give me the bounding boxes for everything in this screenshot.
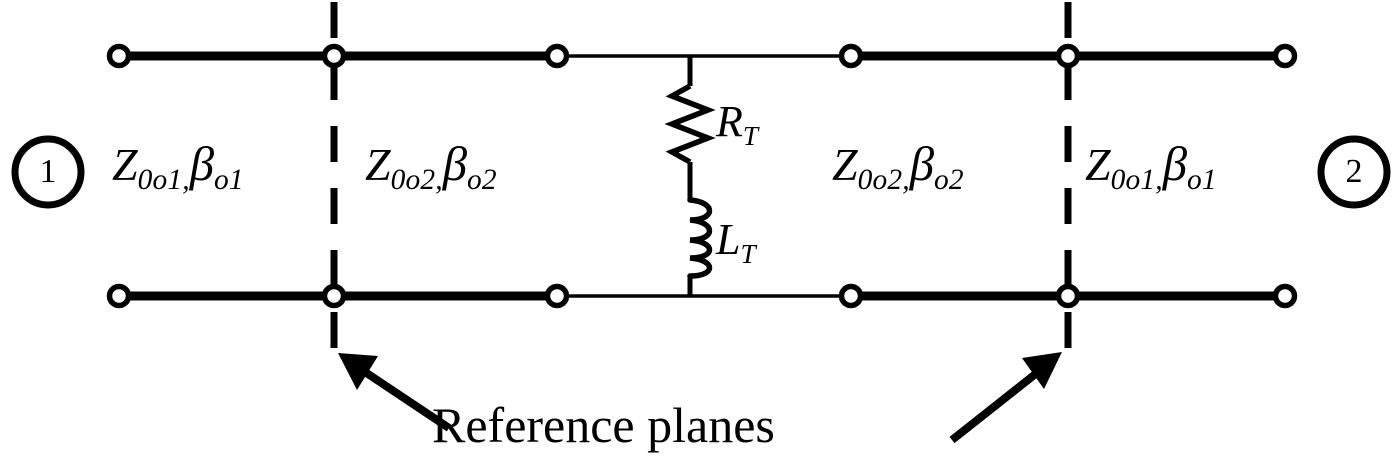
- arrow-left-head: [338, 353, 378, 390]
- node-top-6: [1272, 43, 1298, 69]
- node-bottom-4: [838, 283, 864, 309]
- port-2-circle: [1317, 135, 1391, 209]
- arrow-right-shaft: [949, 368, 1041, 444]
- arrow-right-head: [1022, 352, 1062, 389]
- arrow-left-shaft: [359, 366, 452, 432]
- inductor-symbol: [687, 197, 713, 279]
- shunt-branch: [664, 56, 716, 296]
- node-top-5: [1055, 43, 1081, 69]
- node-top-4: [838, 43, 864, 69]
- node-bottom-2: [321, 283, 347, 309]
- reference-plane-arrows: [338, 352, 1062, 444]
- port-markers: [11, 135, 1391, 209]
- port-1-circle: [11, 135, 85, 209]
- node-top-2: [321, 43, 347, 69]
- node-bottom-5: [1055, 283, 1081, 309]
- node-top-3: [544, 43, 570, 69]
- resistor-symbol: [664, 83, 716, 165]
- node-bottom-1: [106, 283, 132, 309]
- node-top-1: [106, 43, 132, 69]
- terminal-nodes: [106, 43, 1298, 309]
- node-bottom-3: [544, 283, 570, 309]
- node-bottom-6: [1272, 283, 1298, 309]
